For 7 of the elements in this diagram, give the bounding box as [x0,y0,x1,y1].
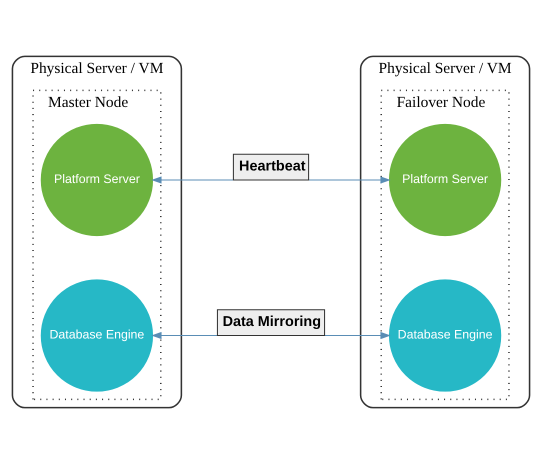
arrow [151,176,391,184]
node-circle: Platform Server [40,123,154,236]
edge-label: Heartbeat [239,158,306,174]
node-circle: Platform Server [388,123,502,236]
edge-label: Data Mirroring [222,313,322,330]
node-circle: Database Engine [388,278,502,392]
node-circle: Database Engine [40,278,154,392]
